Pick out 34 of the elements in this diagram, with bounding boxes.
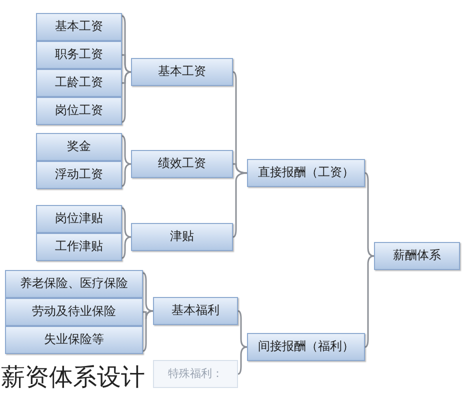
category-box: 绩效工资 xyxy=(131,150,233,178)
root-box: 薪酬体系 xyxy=(374,242,460,270)
group-box: 直接报酬（工资） xyxy=(247,159,365,187)
item-box: 失业保险等 xyxy=(5,326,143,354)
item-box: 浮动工资 xyxy=(36,161,122,189)
brace-connector xyxy=(122,54,132,73)
caption: 薪资体系设计 xyxy=(1,363,145,392)
category-box: 基本福利 xyxy=(153,297,238,325)
brace-connector xyxy=(122,236,132,259)
brace-connector xyxy=(238,310,248,348)
brace-connector xyxy=(232,172,248,238)
brace-connector xyxy=(142,272,154,312)
category-box: 基本工资 xyxy=(131,58,233,86)
group-box: 间接报酬（福利） xyxy=(247,333,365,361)
brace-connector xyxy=(142,310,154,352)
brace-connector xyxy=(364,172,374,257)
brace-connector xyxy=(122,135,132,165)
brace-connector xyxy=(122,71,132,123)
brace-connector xyxy=(122,207,132,238)
brace-connector xyxy=(233,163,248,174)
item-box: 岗位工资 xyxy=(36,97,122,125)
category-box: 特殊福利： xyxy=(153,360,238,388)
item-box: 基本工资 xyxy=(36,13,122,41)
item-box: 岗位津贴 xyxy=(36,205,122,233)
item-box: 奖金 xyxy=(36,133,122,161)
category-box: 津贴 xyxy=(131,223,233,251)
item-box: 工作津贴 xyxy=(36,233,122,261)
brace-connector xyxy=(122,163,132,187)
item-box: 工龄工资 xyxy=(36,69,122,97)
item-box: 养老保险、医疗保险 xyxy=(5,270,143,298)
item-box: 劳动及待业保险 xyxy=(5,298,143,326)
brace-connector xyxy=(364,255,374,348)
brace-connector xyxy=(238,346,248,375)
item-box: 职务工资 xyxy=(36,41,122,69)
